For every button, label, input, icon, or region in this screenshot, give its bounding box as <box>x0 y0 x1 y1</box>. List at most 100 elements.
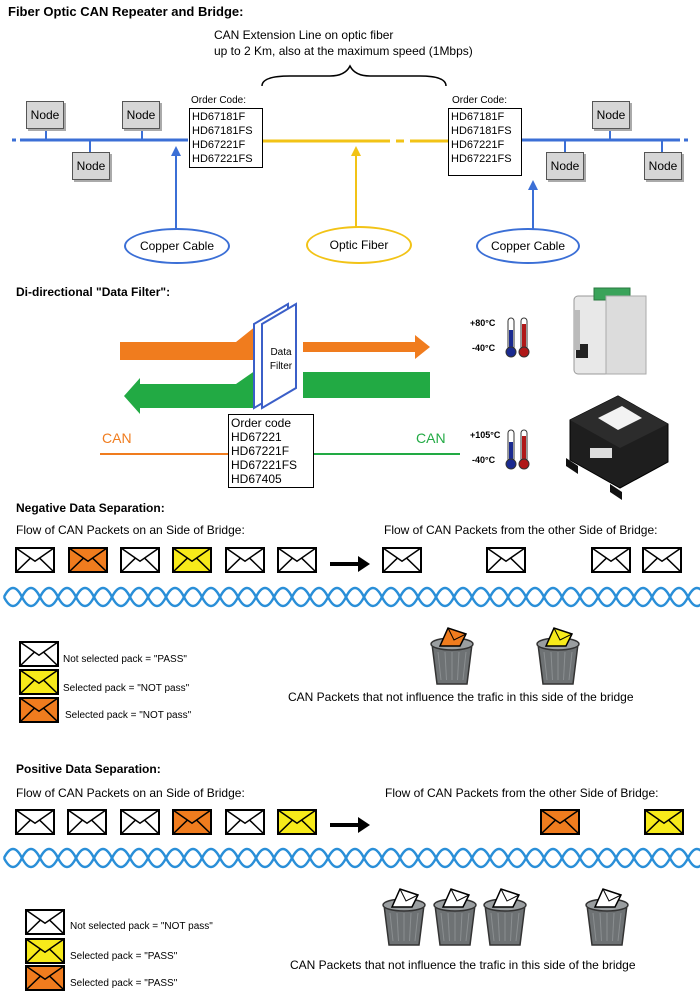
order-code-left-box: HD67181F HD67181FS HD67221F HD67221FS <box>189 108 263 168</box>
envelope-icon-white <box>120 547 160 573</box>
legend-label: Selected pack = "NOT pass" <box>65 710 192 721</box>
envelope-icon-yellow <box>19 669 59 695</box>
envelope-icon-white <box>225 809 265 835</box>
envelope-icon-white <box>642 547 682 573</box>
trash-bin-icon <box>483 888 527 946</box>
flow-left-text: Flow of CAN Packets on an Side of Bridge… <box>16 786 245 800</box>
green-arrow-right-part <box>303 372 430 398</box>
order-code-item: HD67221 <box>231 430 282 444</box>
envelope-icon-yellow <box>644 809 684 835</box>
can-node: Node <box>546 152 584 180</box>
section1-title: Fiber Optic CAN Repeater and Bridge: <box>8 4 244 19</box>
envelope-icon-white <box>225 547 265 573</box>
flow-left-text: Flow of CAN Packets on an Side of Bridge… <box>16 523 245 537</box>
envelope-icon-white <box>277 547 317 573</box>
trash-bin-icon <box>433 888 477 946</box>
order-code-item: HD67181FS <box>192 125 253 137</box>
order-code-item: HD67221F <box>192 139 246 151</box>
orange-arrow-right-part <box>303 335 430 359</box>
envelope-icon-white <box>19 641 59 667</box>
thermometer-icon <box>505 317 530 358</box>
can-twisted-pair-positive <box>2 847 700 869</box>
can-label-left: CAN <box>102 430 132 446</box>
can-label-right: CAN <box>416 430 446 446</box>
envelope-icon-white <box>591 547 631 573</box>
trash-caption: CAN Packets that not influence the trafi… <box>288 690 634 704</box>
copper-cable-label-left: Copper Cable <box>124 228 230 264</box>
section2-title: Di-directional "Data Filter": <box>16 285 171 299</box>
envelope-icon-orange <box>540 809 580 835</box>
orange-arrow-left-part <box>120 326 256 360</box>
copper-cable-label-right: Copper Cable <box>476 228 580 264</box>
envelope-icon-white <box>382 547 422 573</box>
flow-right-text: Flow of CAN Packets from the other Side … <box>385 786 659 800</box>
section3-title: Negative Data Separation: <box>16 501 165 515</box>
envelope-icon-white <box>15 547 55 573</box>
order-code-item: HD67221FS <box>192 153 253 165</box>
din-rail-device-image <box>573 287 647 375</box>
fiber-pointer-head <box>351 146 361 156</box>
order-code-right-box: HD67181F HD67181FS HD67221F HD67221FS <box>448 108 522 176</box>
trash-bin-icon <box>382 888 426 946</box>
order-code-item: HD67181FS <box>451 125 512 137</box>
envelope-icon-yellow <box>172 547 212 573</box>
legend-label: Not selected pack = "PASS" <box>63 654 187 665</box>
temp-high-2: +105°C <box>470 430 501 440</box>
can-node: Node <box>592 101 630 129</box>
copper-pointer-right-head <box>528 180 538 190</box>
flow-arrow-negative <box>330 556 370 572</box>
green-arrow-left-part <box>124 370 256 414</box>
envelope-icon-yellow <box>277 809 317 835</box>
can-node: Node <box>644 152 682 180</box>
can-twisted-pair-negative <box>2 586 700 608</box>
envelope-icon-white <box>67 809 107 835</box>
order-code-item: HD67221FS <box>451 153 512 165</box>
envelope-icon-orange <box>68 547 108 573</box>
copper-pointer-left-head <box>171 146 181 156</box>
trash-bin-icon <box>585 888 629 946</box>
section4-title: Positive Data Separation: <box>16 762 161 776</box>
extension-brace <box>261 64 447 87</box>
envelope-icon-white <box>15 809 55 835</box>
order-code-item: HD67181F <box>192 111 246 123</box>
envelope-icon-orange <box>172 809 212 835</box>
flow-right-text: Flow of CAN Packets from the other Side … <box>384 523 658 537</box>
extension-line-text-2: up to 2 Km, also at the maximum speed (1… <box>214 44 473 58</box>
envelope-icon-yellow <box>25 938 65 964</box>
data-filter-label: Data Filter <box>269 347 293 372</box>
extension-line-text-1: CAN Extension Line on optic fiber <box>214 28 394 42</box>
thermometer-icon <box>505 429 530 470</box>
envelope-icon-white <box>120 809 160 835</box>
order-code-item: HD67221F <box>231 444 290 458</box>
order-code-left-header: Order Code: <box>191 95 247 106</box>
legend-label: Selected pack = "NOT pass" <box>63 683 190 694</box>
trash-bin-icon <box>430 627 474 685</box>
envelope-icon-white <box>25 909 65 935</box>
envelope-icon-orange <box>19 697 59 723</box>
can-node: Node <box>72 152 110 180</box>
temp-low-2: -40°C <box>472 455 496 465</box>
legend-label: Not selected pack = "NOT pass" <box>70 921 213 932</box>
optic-fiber-label: Optic Fiber <box>306 226 412 264</box>
trash-bin-icon <box>536 627 580 685</box>
order-code-box-filter: Order code HD67221 HD67221F HD67221FS HD… <box>228 414 314 488</box>
order-code-item: HD67181F <box>451 111 505 123</box>
data-filter-panel-front <box>261 302 297 410</box>
legend-label: Selected pack = "PASS" <box>70 951 178 962</box>
order-code-item: HD67221FS <box>231 458 298 472</box>
order-code-item: HD67405 <box>231 472 282 486</box>
flow-arrow-positive <box>330 817 370 833</box>
trash-caption: CAN Packets that not influence the trafi… <box>290 958 636 972</box>
temp-low-1: -40°C <box>472 343 496 353</box>
temp-high-1: +80°C <box>470 318 496 328</box>
envelope-icon-orange <box>25 965 65 991</box>
order-code-item: HD67221F <box>451 139 505 151</box>
can-node: Node <box>26 101 64 129</box>
order-code-right-header: Order Code: <box>452 95 508 106</box>
can-node: Node <box>122 101 160 129</box>
enclosure-device-image <box>566 395 669 500</box>
order-code-header: Order code <box>231 416 292 430</box>
legend-label: Selected pack = "PASS" <box>70 978 178 989</box>
envelope-icon-white <box>486 547 526 573</box>
